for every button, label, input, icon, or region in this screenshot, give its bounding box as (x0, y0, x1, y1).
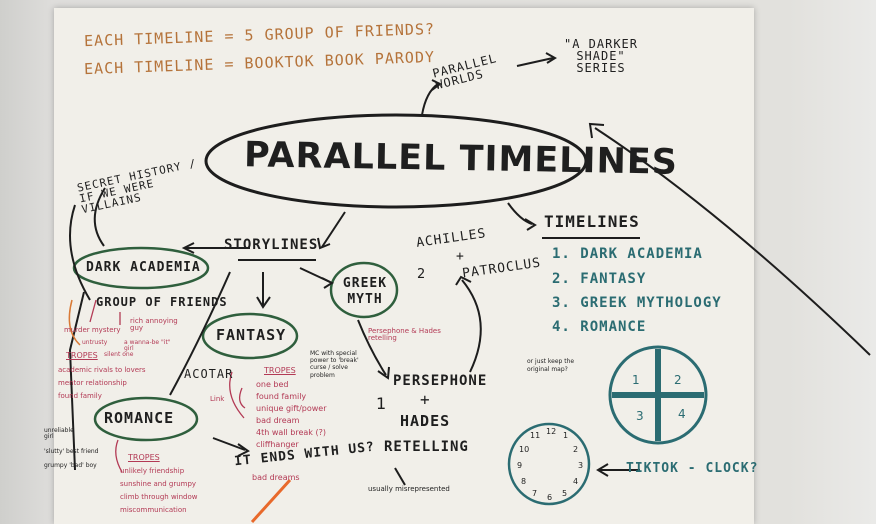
trope-romance-1: unlikely friendship (120, 467, 185, 475)
clock-number-12: 12 (546, 427, 557, 436)
usually-misrepresented-label: usually misrepresented (368, 485, 450, 493)
map-quadrant-3: 3 (636, 409, 644, 423)
group-of-friends-label: GROUP OF FRIENDS (96, 295, 228, 309)
trope-fantasy-3: unique gift/power (256, 404, 327, 413)
timeline-item-2: 2. FANTASY (552, 271, 647, 287)
acotar-label: ACOTAR (184, 367, 234, 381)
trope-romance-4: miscommunication (120, 506, 187, 514)
trope-fantasy-6: cliffhanger (256, 440, 299, 449)
map-quadrant-4: 4 (678, 407, 686, 421)
retelling-label: RETELLING (384, 439, 469, 455)
trope-fantasy-5: 4th wall break (?) (256, 428, 326, 437)
fantasy-node: FANTASY (216, 326, 287, 344)
romance-side-2: 'slutty' best friend (44, 448, 99, 455)
clock-number-1: 1 (563, 431, 569, 440)
trope-fantasy-4: bad dream (256, 416, 300, 425)
trope-fantasy-2: found family (256, 392, 307, 401)
romance-side-3: grumpy 'bad' boy (44, 462, 97, 469)
clock-number-7: 7 (532, 489, 538, 498)
clock-number-10: 10 (519, 445, 530, 454)
timeline-item-4: 4. ROMANCE (552, 319, 647, 335)
clock-number-4: 4 (573, 477, 579, 486)
tropes-label-fantasy: TROPES (264, 366, 296, 375)
clock-number-6: 6 (547, 493, 553, 502)
link-label: Link (210, 395, 225, 403)
romance-node: ROMANCE (104, 409, 175, 427)
persephone-label: PERSEPHONE (393, 373, 488, 389)
trope-dark-5: silent one (104, 351, 134, 358)
clock-number-8: 8 (521, 477, 527, 486)
trope-dark-7: mentor relationship (58, 379, 127, 387)
greek-trope: Persephone & Hades retelling (368, 327, 441, 342)
trope-dark-2: rich annoying guy (130, 317, 178, 332)
clock-number-5: 5 (562, 489, 568, 498)
greek-myth-node: GREEK MYTH (342, 276, 388, 307)
trope-dark-8: found family (58, 392, 102, 400)
trope-romance-3: climb through window (120, 493, 198, 501)
main-title: PARALLEL TIMELINES (243, 135, 679, 183)
trope-dark-4: untrusty (82, 339, 108, 346)
clock-number-9: 9 (517, 461, 523, 470)
plus-sign-achilles: + (456, 249, 465, 264)
tiktok-clock-label: TIKTOK - CLOCK? (626, 461, 759, 476)
circle-two-label: 2 (417, 267, 426, 282)
trope-dark-3: a wanna-be "it" girl (124, 339, 171, 352)
circle-one-label: 1 (376, 394, 387, 413)
trope-fantasy-1: one bed (256, 380, 289, 389)
timeline-item-3: 3. GREEK MYTHOLOGY (552, 295, 722, 311)
clock-number-2: 2 (573, 445, 579, 454)
plus-sign: + (420, 390, 431, 409)
hades-label: HADES (400, 412, 451, 430)
map-quadrant-2: 2 (674, 373, 682, 387)
romance-side-1: unreliable girl (44, 427, 74, 440)
bad-dreams-label: bad dreams (252, 473, 300, 482)
map-note: or just keep the original map? (527, 358, 575, 373)
storylines-label: STORYLINES (224, 237, 319, 253)
fantasy-side-note: MC with special power to 'break' curse /… (310, 350, 359, 379)
clock-number-11: 11 (530, 431, 541, 440)
tropes-label-dark: TROPES (66, 351, 98, 360)
timelines-heading: TIMELINES (544, 212, 640, 231)
trope-romance-2: sunshine and grumpy (120, 480, 197, 488)
timeline-item-1: 1. DARK ACADEMIA (552, 246, 703, 262)
map-quadrant-1: 1 (632, 373, 640, 387)
darker-shade-label: "A DARKER SHADE" SERIES (563, 37, 639, 75)
dark-academia-node: DARK ACADEMIA (86, 260, 201, 275)
tropes-label-romance: TROPES (128, 453, 160, 462)
trope-dark-1: murder mystery (64, 326, 121, 334)
clock-number-3: 3 (578, 461, 584, 470)
trope-dark-6: academic rivals to lovers (58, 366, 146, 374)
